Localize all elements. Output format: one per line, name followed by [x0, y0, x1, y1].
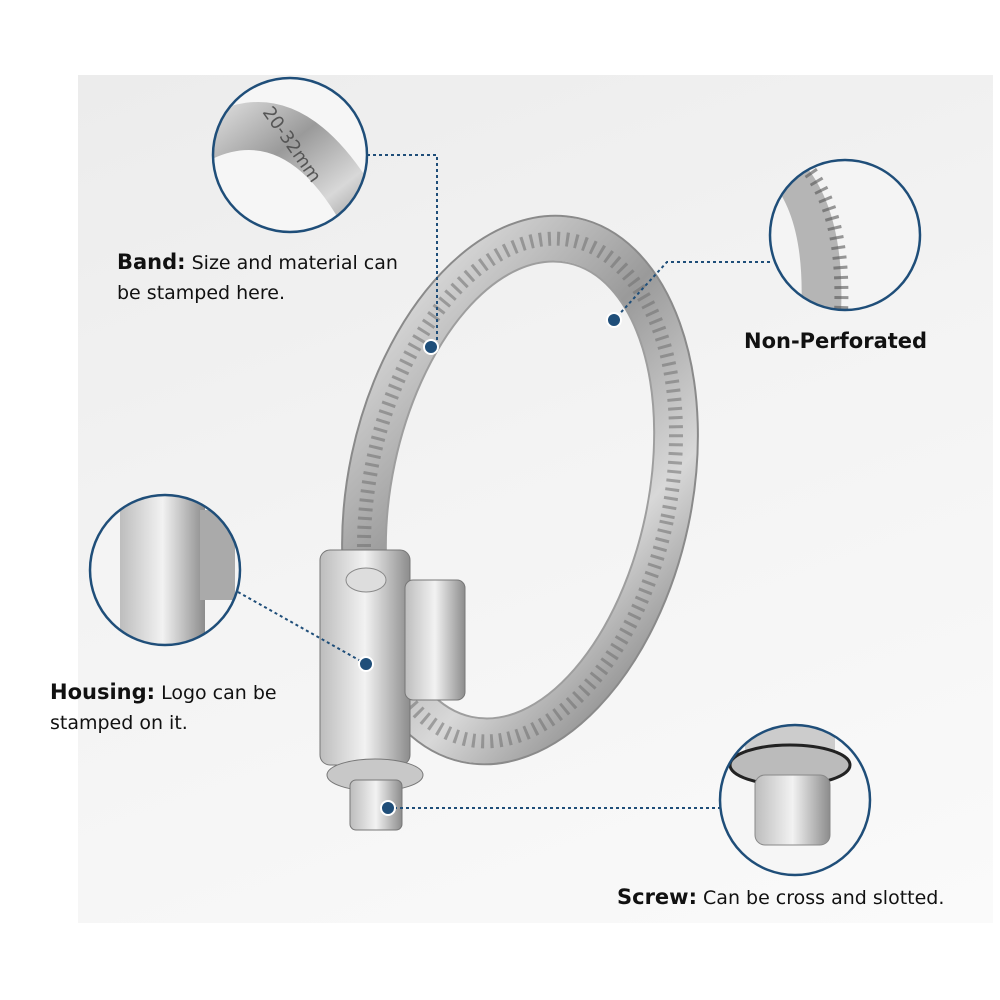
perforation-zoom-circle [768, 158, 922, 312]
band-text-line2: be stamped here. [117, 282, 285, 304]
perforation-title: Non-Perforated [744, 329, 928, 353]
screw-callout: Screw: Can be cross and slotted. [617, 882, 944, 913]
housing-marker-dot [358, 656, 374, 672]
housing-title: Housing: [50, 680, 156, 704]
screw-zoom-circle [718, 723, 872, 877]
perforation-callout: Non-Perforated [744, 326, 927, 357]
clamp-housing [319, 549, 466, 831]
perforation-leader-line [613, 261, 770, 321]
clamp-band [341, 214, 699, 766]
screw-title: Screw: [617, 885, 697, 909]
band-callout: Band: Size and material can be stamped h… [117, 247, 398, 308]
screw-marker-dot [380, 800, 396, 816]
band-zoom-circle: 20-32mm [211, 76, 369, 234]
housing-text-line2: stamped on it. [50, 712, 188, 734]
band-marker-dot [423, 339, 439, 355]
housing-text-line1: Logo can be [161, 682, 277, 704]
housing-zoom-circle [88, 493, 242, 647]
band-text-line1: Size and material can [191, 252, 398, 274]
band-title: Band: [117, 250, 186, 274]
housing-callout: Housing: Logo can be stamped on it. [50, 677, 277, 738]
perforation-marker-dot [606, 312, 622, 328]
housing-leader-line [237, 591, 367, 665]
screw-text: Can be cross and slotted. [703, 887, 945, 909]
leader-lines [237, 154, 770, 809]
